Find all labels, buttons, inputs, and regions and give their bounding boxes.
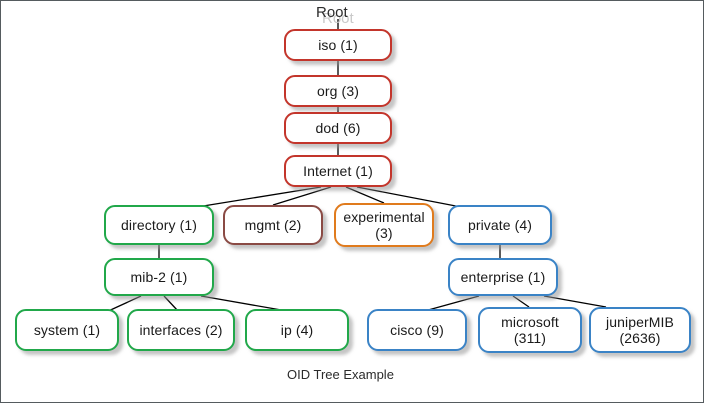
root-label-shadow: Root <box>322 10 354 27</box>
node-internet[interactable]: Internet (1) <box>284 155 392 187</box>
node-experimental[interactable]: experimental (3) <box>334 203 434 247</box>
node-juniperMIB[interactable]: juniperMIB (2636) <box>589 307 691 353</box>
diagram-caption: OID Tree Example <box>287 367 394 382</box>
edge-enterprise-to-microsoft <box>512 295 530 308</box>
node-ip[interactable]: ip (4) <box>245 309 349 351</box>
root-label: Root <box>316 4 348 21</box>
node-cisco[interactable]: cisco (9) <box>367 309 467 351</box>
node-org[interactable]: org (3) <box>284 75 392 107</box>
node-mgmt[interactable]: mgmt (2) <box>223 205 323 245</box>
edge-internet-to-directory <box>196 186 322 208</box>
node-system[interactable]: system (1) <box>15 309 119 351</box>
node-enterprise[interactable]: enterprise (1) <box>448 258 558 296</box>
edge-internet-to-mgmt <box>272 186 332 206</box>
edge-internet-to-experimental <box>345 186 385 204</box>
node-iso[interactable]: iso (1) <box>284 29 392 61</box>
node-dod[interactable]: dod (6) <box>284 112 392 144</box>
node-mib2[interactable]: mib-2 (1) <box>104 258 214 296</box>
node-interfaces[interactable]: interfaces (2) <box>127 309 235 351</box>
node-microsoft[interactable]: microsoft (311) <box>478 307 582 353</box>
edge-enterprise-to-juniperMIB <box>543 295 607 308</box>
node-directory[interactable]: directory (1) <box>104 205 214 245</box>
node-private[interactable]: private (4) <box>448 205 552 245</box>
